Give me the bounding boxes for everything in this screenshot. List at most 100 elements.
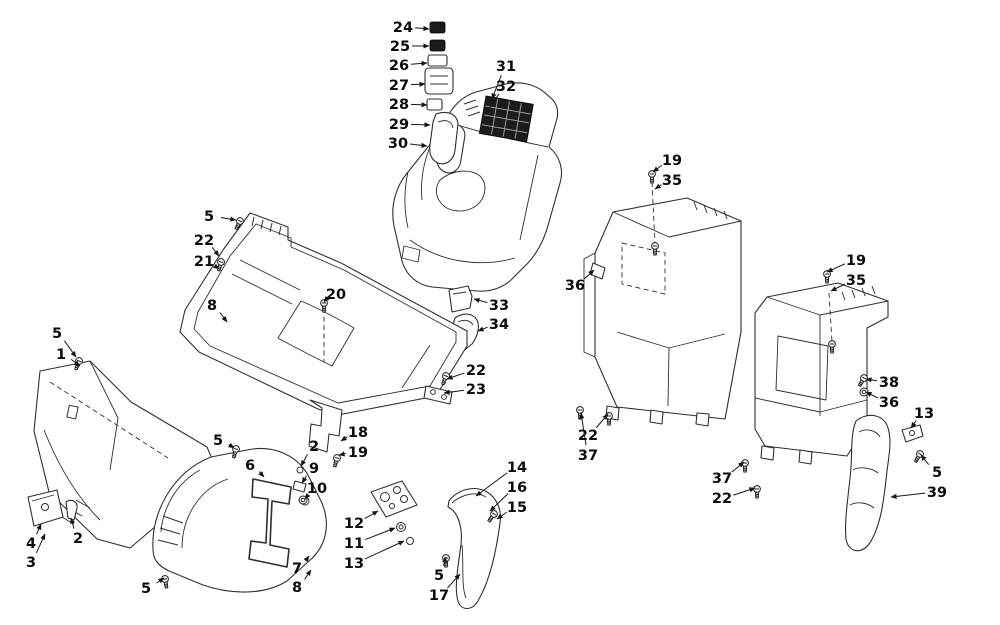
callout-label-17: 17: [429, 588, 449, 604]
callout-label-5: 5: [434, 568, 444, 584]
screw-icon: [234, 217, 244, 231]
callout-label-34: 34: [489, 317, 509, 333]
callout-leader-26: [410, 60, 428, 67]
callout-label-9: 9: [309, 461, 319, 477]
callout-label-22: 22: [712, 491, 732, 507]
part-center-console: [392, 82, 563, 292]
screw-icon: [487, 510, 498, 523]
callout-label-19: 19: [662, 153, 682, 169]
part-mud-flap: [447, 488, 501, 610]
screw-icon: [828, 340, 836, 354]
callout-leader-7: [303, 555, 310, 563]
callout-leader-22: [733, 487, 756, 496]
callout-leader-31: [491, 75, 502, 100]
callout-leader-20: [323, 296, 330, 303]
callout-leader-33: [473, 297, 488, 304]
callout-label-22: 22: [194, 233, 214, 249]
callout-label-22: 22: [578, 428, 598, 444]
callout-leader-36: [865, 391, 879, 399]
callout-label-21: 21: [194, 254, 214, 270]
callout-leader-36: [584, 269, 595, 280]
callout-leader-37: [731, 461, 745, 473]
screw-icon: [332, 454, 341, 468]
callout-leader-16: [489, 493, 509, 512]
part-switch-stack: [424, 21, 454, 111]
callout-leader-13: [364, 540, 405, 560]
callout-label-39: 39: [927, 485, 947, 501]
callout-leader-39: [890, 492, 926, 499]
callout-leader-6: [258, 471, 265, 478]
callout-label-4: 4: [26, 536, 36, 552]
callout-leader-28: [410, 102, 428, 108]
callout-leader-22: [595, 413, 609, 429]
callout-label-2: 2: [309, 439, 319, 455]
part-console-box-right: [754, 282, 889, 465]
callout-label-12: 12: [344, 516, 364, 532]
screw-icon: [651, 242, 659, 256]
callout-label-19: 19: [846, 253, 866, 269]
callout-leader-8: [304, 569, 312, 580]
callout-label-5: 5: [213, 433, 223, 449]
callout-leader-13: [910, 420, 917, 429]
screw-icon: [161, 575, 169, 589]
callout-label-5: 5: [141, 581, 151, 597]
callout-leader-1: [70, 358, 81, 367]
callout-label-28: 28: [389, 97, 409, 113]
callout-label-37: 37: [578, 448, 598, 464]
callout-leader-8: [219, 312, 228, 323]
callout-leader-5: [441, 556, 447, 566]
callout-label-18: 18: [348, 425, 368, 441]
callout-label-1: 1: [56, 347, 66, 363]
callout-label-13: 13: [344, 556, 364, 572]
callout-label-10: 10: [307, 481, 327, 497]
callout-leader-3: [35, 533, 46, 554]
callout-leader-9: [301, 475, 308, 484]
callout-leader-27: [410, 81, 426, 87]
callout-label-33: 33: [489, 298, 509, 314]
callout-label-30: 30: [388, 136, 408, 152]
washer-icon: [298, 495, 308, 505]
callout-label-36: 36: [565, 278, 585, 294]
callout-label-35: 35: [662, 173, 682, 189]
callout-label-16: 16: [507, 480, 527, 496]
callout-label-15: 15: [507, 500, 527, 516]
callout-label-23: 23: [466, 382, 486, 398]
part-floor-panel: [179, 212, 468, 416]
callout-label-13: 13: [914, 406, 934, 422]
callout-label-38: 38: [879, 375, 899, 391]
callout-label-27: 27: [389, 78, 409, 94]
callout-leader-17: [447, 573, 461, 589]
vent-grid: [478, 95, 534, 143]
callout-label-32: 32: [496, 79, 516, 95]
part-floor-bracket-right: [423, 385, 453, 405]
callout-label-24: 24: [393, 20, 413, 36]
callout-label-2: 2: [73, 531, 83, 547]
callout-label-35: 35: [846, 273, 866, 289]
callout-leader-35: [654, 183, 662, 190]
callout-leader-10: [304, 492, 311, 500]
callout-leader-5: [64, 340, 77, 358]
callout-leader-38: [865, 377, 878, 383]
parts-layer: [27, 21, 924, 610]
callout-leader-32: [485, 93, 500, 114]
callout-leader-21: [212, 263, 220, 270]
callout-leader-22: [446, 372, 465, 380]
callout-leader-24: [414, 25, 430, 32]
callout-leader-35: [830, 283, 846, 292]
screw-icon: [576, 406, 584, 420]
callout-label-36: 36: [879, 395, 899, 411]
callout-leader-37: [579, 412, 587, 446]
callout-leader-29: [410, 122, 431, 128]
callout-label-8: 8: [207, 298, 217, 314]
callout-leader-30: [409, 142, 428, 148]
callout-leader-5: [220, 216, 237, 222]
callout-label-29: 29: [389, 117, 409, 133]
screw-icon: [441, 372, 450, 386]
part-footwell: [152, 448, 327, 593]
callout-label-6: 6: [245, 458, 255, 474]
callout-label-31: 31: [496, 59, 516, 75]
callout-leader-11: [365, 527, 396, 541]
callout-leader-5: [156, 577, 165, 584]
